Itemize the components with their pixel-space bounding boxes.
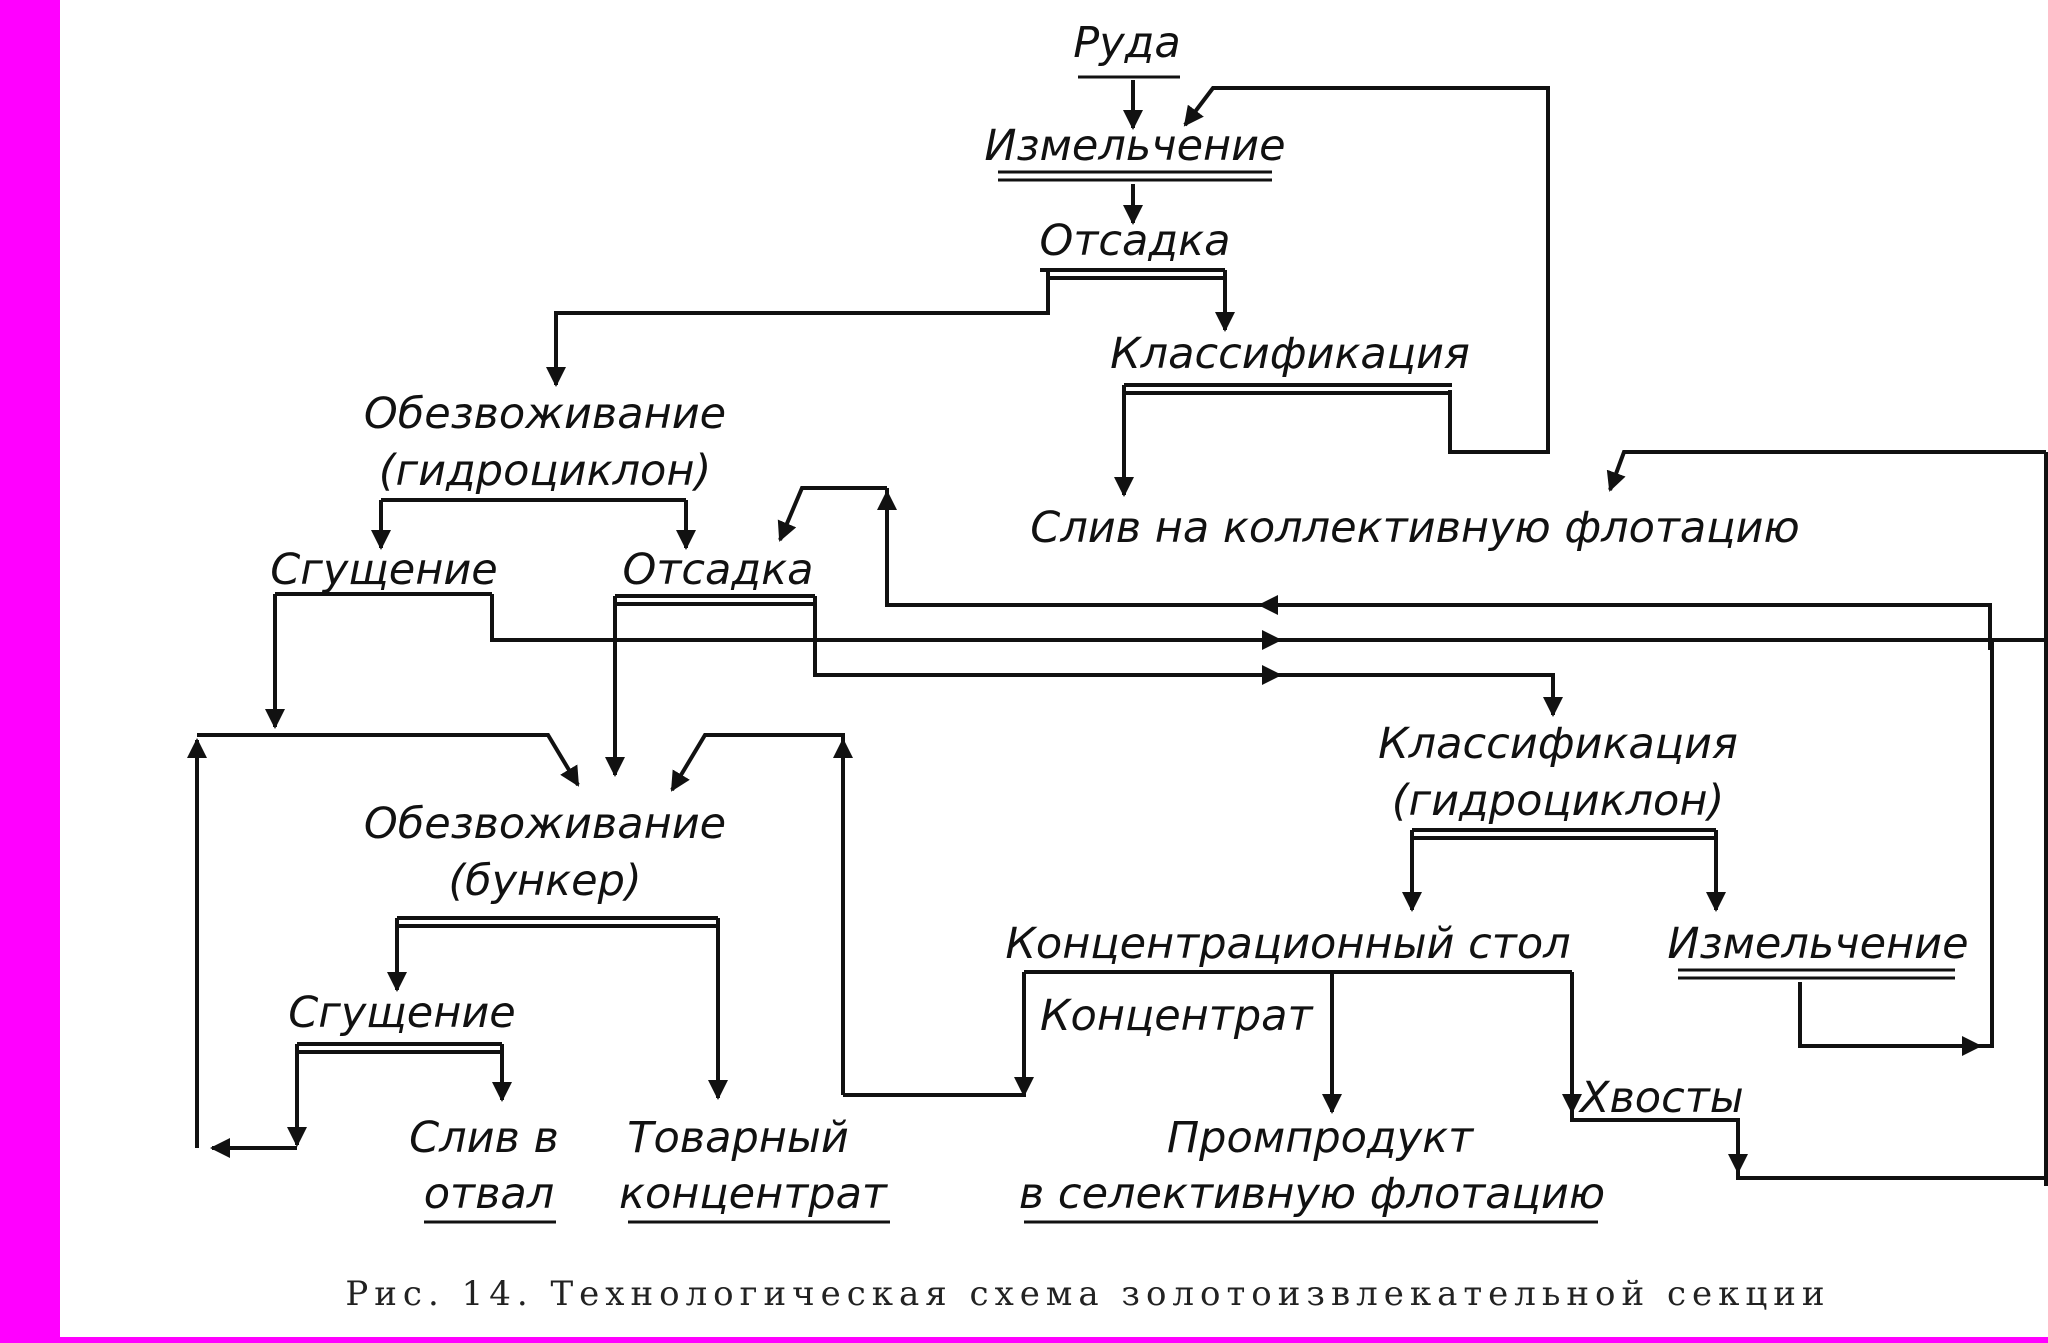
flow-jigging-to-dewatering-hc [546,270,1050,387]
label-classification-top: Классификация [1110,329,1470,379]
flow-return-to-grinding [1183,86,1550,454]
label-middling-2: в селективную флотацию [1019,1169,1605,1219]
label-jigging-top: Отсадка [1040,216,1231,266]
flow-thickening-to-line [490,594,2046,642]
label-grinding-right: Измельчение [1667,919,1968,969]
label-overflow-dump-2: отвал [424,1169,555,1219]
flow-jigging-mid-to-right [813,596,1563,717]
label-middling-1: Промпродукт [1167,1113,1475,1163]
flow-right-loop [1606,450,2046,492]
label-thickening-bottom: Сгущение [288,988,516,1038]
left-margin-bar [0,0,60,1343]
label-ore: Руда [1073,18,1180,68]
label-grinding-top: Измельчение [984,121,1285,171]
label-dewatering-bunker-1: Обезвоживание [364,799,726,849]
bottom-margin-bar [0,1337,2048,1343]
label-concentrate: Концентрат [1040,991,1314,1041]
label-overflow-collective: Слив на коллективную флотацию [1030,503,1799,553]
label-classification-hc-1: Классификация [1378,719,1738,769]
label-dewatering-hc-2: (гидроциклон) [379,446,712,496]
flow-grinding-right-out [1798,640,1994,1048]
label-jigging-mid: Отсадка [623,545,814,595]
flow-table-to-concentrate [843,972,1026,1097]
flow-left-loop [275,733,580,787]
label-concentration-table: Концентрационный стол [1005,919,1570,969]
label-classification-hc-2: (гидроциклон) [1392,776,1725,826]
flow-return-to-jigging-mid-head [777,486,887,542]
label-thickening-top: Сгущение [270,545,498,595]
label-overflow-dump-1: Слив в [409,1113,559,1163]
label-commercial-1: Товарный [627,1113,849,1163]
label-tailings: Хвосты [1578,1073,1744,1123]
figure-caption: Рис. 14. Технологическая схема золотоизв… [345,1274,1830,1314]
label-dewatering-hc-1: Обезвоживание [364,389,726,439]
label-commercial-2: концентрат [619,1169,889,1219]
label-dewatering-bunker-2: (бункер) [448,856,641,906]
flow-commercial-loop [670,733,845,1090]
